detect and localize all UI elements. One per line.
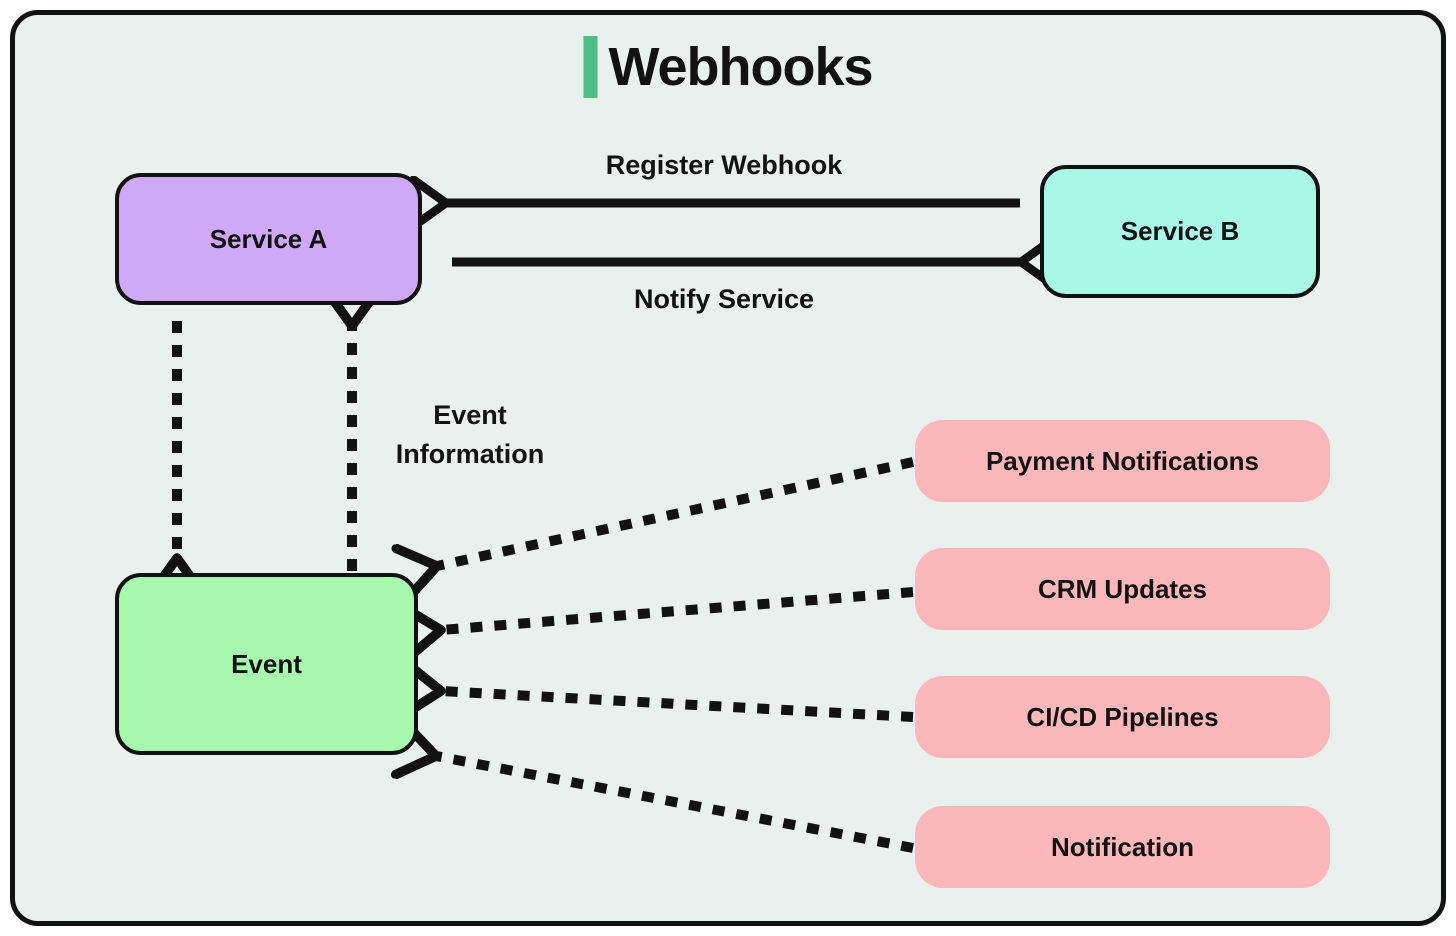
edge-label-notify-service: Notify Service [633, 284, 815, 314]
edge-label-event-information-line2: Information [395, 439, 545, 469]
source-box-notification-label: Notification [1051, 831, 1194, 862]
source-box-crm-updates-label: CRM Updates [1037, 573, 1207, 604]
node-service-b: Service B [1040, 165, 1320, 298]
edge-label-register-webhook: Register Webhook [605, 150, 843, 180]
node-event: Event [115, 573, 418, 755]
source-box-payment-notifications-label: Payment Notifications [985, 445, 1260, 476]
title-text: Webhooks [608, 37, 873, 97]
edge-label-event-information-line1: Event [433, 400, 507, 430]
node-event-label: Event [231, 648, 302, 679]
source-box-crm-updates: CRM Updates [915, 548, 1330, 630]
source-box-notification: Notification [915, 806, 1330, 888]
node-service-a: Service A [115, 173, 422, 305]
source-box-cicd-pipelines: CI/CD Pipelines [915, 676, 1330, 758]
source-box-cicd-pipelines-label: CI/CD Pipelines [1026, 701, 1219, 732]
edge-label-event-information: Event Information [320, 396, 620, 474]
node-service-a-label: Service A [209, 223, 328, 254]
page-title: Webhooks [583, 34, 874, 100]
source-box-payment-notifications: Payment Notifications [915, 420, 1330, 502]
title-accent-bar-icon [583, 36, 598, 98]
node-service-b-label: Service B [1120, 216, 1240, 246]
